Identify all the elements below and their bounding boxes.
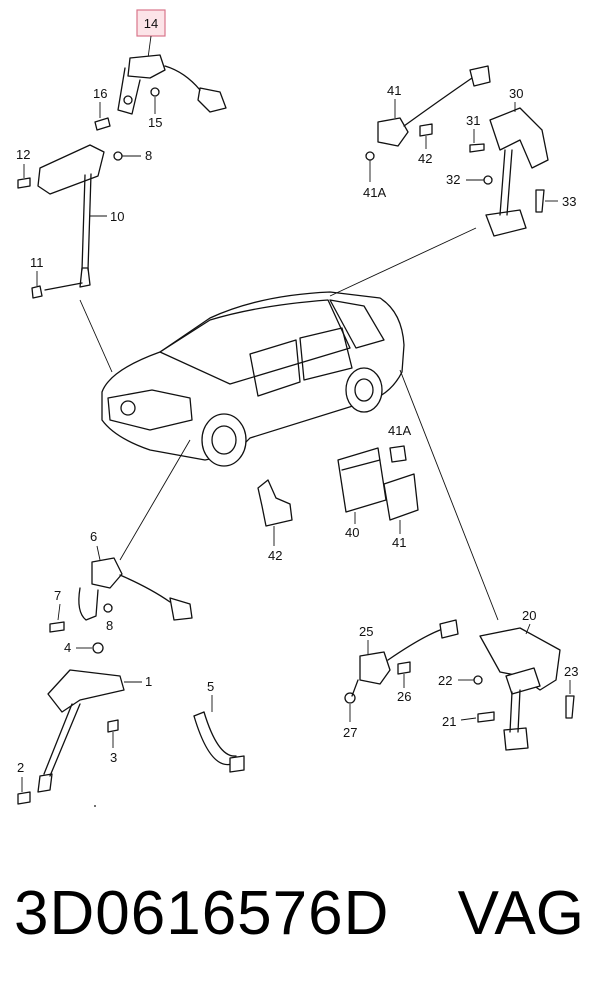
callout-41: 41: [392, 535, 406, 550]
sensor-arm-1: [17, 669, 125, 805]
parts-diagram: 14 16 15 12 8 10 11 41 41A: [16, 9, 578, 807]
leader-14: [147, 35, 152, 59]
vehicle-sedan: [101, 291, 405, 467]
sensor-14-assembly: [94, 54, 227, 131]
callout-42: 42: [268, 548, 282, 563]
bracket-41: [383, 445, 419, 521]
callout-32: 32: [446, 172, 460, 187]
callout-11: 11: [30, 255, 44, 270]
callout-22: 22: [438, 673, 452, 688]
callout-31: 31: [466, 113, 480, 128]
control-unit-40: [337, 447, 387, 513]
bracket-20-assembly: [473, 627, 575, 751]
callout-6: 6: [90, 529, 97, 544]
callout-20: 20: [522, 608, 536, 623]
callout-8-bottom: 8: [106, 618, 113, 633]
bracket-30-assembly: [469, 107, 549, 237]
callout-16: 16: [93, 86, 107, 101]
callout-26: 26: [397, 689, 411, 704]
cable-tie-5: [193, 711, 245, 773]
sensor-6-assembly: [49, 557, 193, 654]
callout-3: 3: [110, 750, 117, 765]
footer: 3D0616576D VAG: [0, 868, 600, 978]
callout-35: 41A: [363, 185, 386, 200]
part-number: 3D0616576D: [14, 879, 390, 948]
callout-8-top: 8: [145, 148, 152, 163]
callout-40: 40: [345, 525, 359, 540]
callout-7: 7: [54, 588, 61, 603]
callout-1: 1: [145, 674, 152, 689]
callout-41A: 41A: [388, 423, 411, 438]
callout-4: 4: [64, 640, 71, 655]
callout-36: 42: [418, 151, 432, 166]
callout-5: 5: [207, 679, 214, 694]
callout-21: 21: [442, 714, 456, 729]
bracket-42: [257, 479, 293, 527]
callout-10: 10: [110, 209, 124, 224]
callout-12: 12: [16, 147, 30, 162]
sensor-25-assembly: [344, 619, 459, 704]
callout-25: 25: [359, 624, 373, 639]
callout-14[interactable]: 14: [144, 16, 158, 31]
callout-27: 27: [343, 725, 357, 740]
callout-23: 23: [564, 664, 578, 679]
callout-15: 15: [148, 115, 162, 130]
callout-33: 33: [562, 194, 576, 209]
sensor-34-assembly: [365, 65, 491, 161]
callout-2: 2: [17, 760, 24, 775]
brand-label: VAG: [457, 879, 584, 948]
callout-34: 41: [387, 83, 401, 98]
callout-30: 30: [509, 86, 523, 101]
sensor-10-assembly: [17, 144, 123, 299]
stray-dot: [94, 805, 96, 807]
